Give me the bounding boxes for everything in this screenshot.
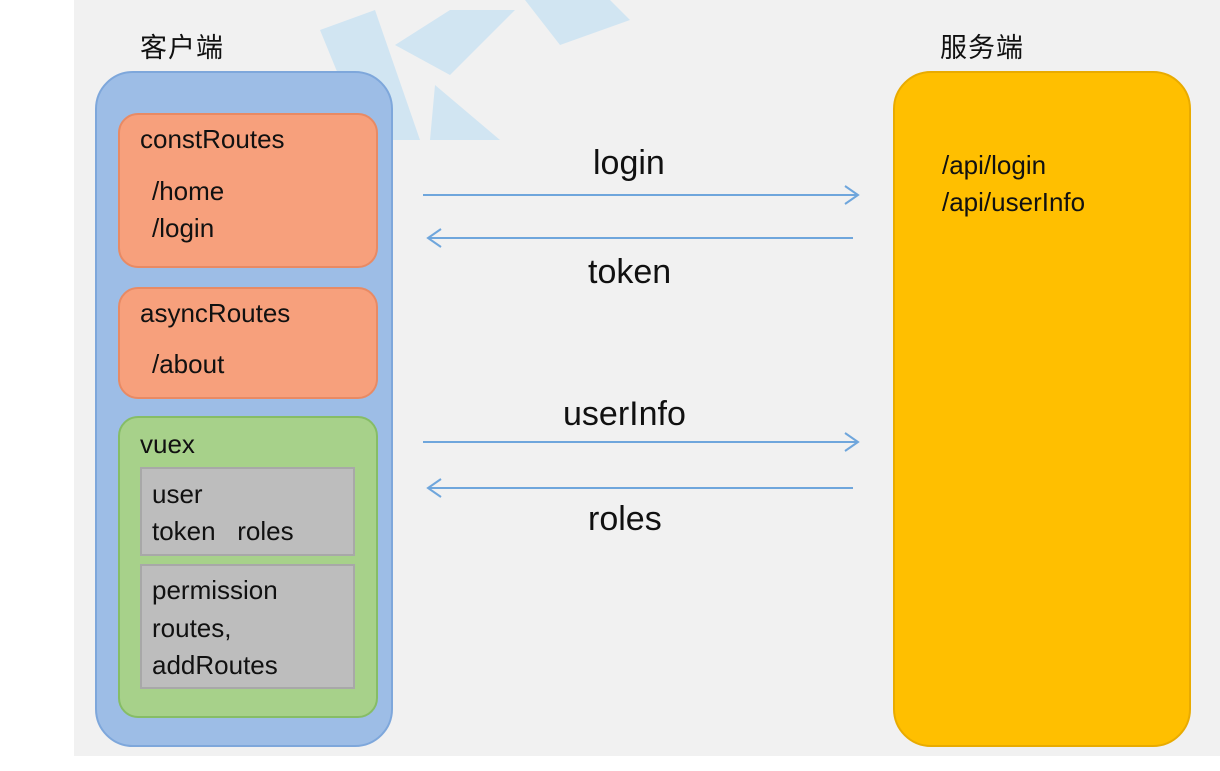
- permission-line-1: permission: [152, 575, 278, 605]
- state-line-token-roles: token roles: [152, 516, 294, 546]
- route-login: /login: [152, 213, 215, 243]
- const-routes-title: constRoutes: [140, 124, 285, 154]
- api-userinfo: /api/userInfo: [942, 187, 1086, 217]
- arrow-userinfo: [423, 432, 860, 452]
- flow-label-roles: roles: [588, 500, 662, 538]
- permission-line-3: addRoutes: [152, 650, 278, 680]
- client-title: 客户端: [140, 33, 224, 63]
- server-title: 服务端: [940, 33, 1024, 63]
- arrow-token: [426, 228, 853, 248]
- arrow-roles: [426, 478, 853, 498]
- async-routes-box: [118, 287, 378, 399]
- vuex-state-box: [140, 467, 355, 556]
- async-routes-title: asyncRoutes: [140, 298, 291, 328]
- server-panel: [893, 71, 1191, 747]
- const-routes-box: [118, 113, 378, 268]
- flow-label-token: token: [588, 253, 672, 291]
- permission-line-2: routes,: [152, 613, 232, 643]
- flow-label-login: login: [593, 144, 665, 182]
- vuex-title: vuex: [140, 429, 195, 459]
- api-login: /api/login: [942, 150, 1047, 180]
- arrow-login: [423, 185, 860, 205]
- route-home: /home: [152, 176, 225, 206]
- flow-label-userinfo: userInfo: [563, 395, 686, 433]
- state-line-user: user: [152, 479, 203, 509]
- vuex-permission-box: [140, 564, 355, 689]
- route-about: /about: [152, 349, 225, 379]
